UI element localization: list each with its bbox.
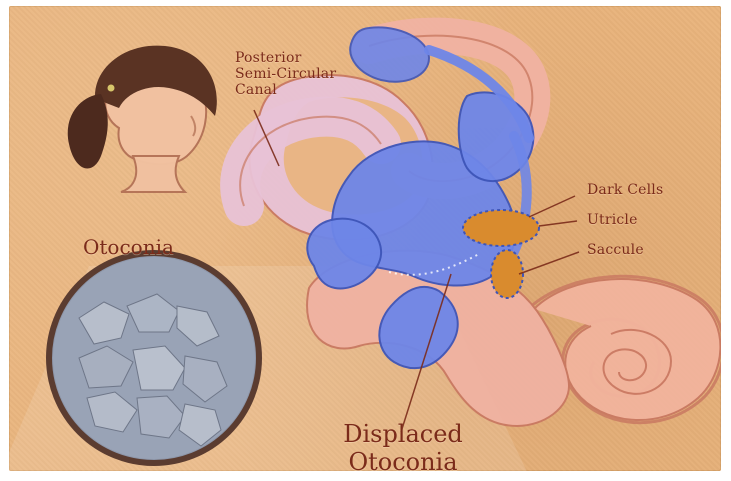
posterior-canal-line-1: Posterior <box>235 50 336 66</box>
saccule-label: Saccule <box>587 242 644 258</box>
otoconia-zoom <box>49 253 259 463</box>
displaced-otoconia-line-2: Otoconia <box>323 448 483 471</box>
patient-portrait <box>68 46 217 192</box>
posterior-canal-line-2: Semi-Circular <box>235 66 336 82</box>
posterior-canal-label: Posterior Semi-Circular Canal <box>235 50 336 98</box>
utricle-otoconia <box>463 210 539 246</box>
posterior-canal-line-3: Canal <box>235 82 336 98</box>
dark-cells-label: Dark Cells <box>587 182 663 198</box>
diagram-frame: Posterior Semi-Circular Canal Otoconia D… <box>9 6 721 471</box>
otoconia-label: Otoconia <box>83 236 174 258</box>
displaced-otoconia-line-1: Displaced <box>323 420 483 448</box>
utricle-label: Utricle <box>587 212 638 228</box>
saccule-otoconia <box>491 250 523 298</box>
displaced-otoconia-label: Displaced Otoconia <box>323 420 483 471</box>
